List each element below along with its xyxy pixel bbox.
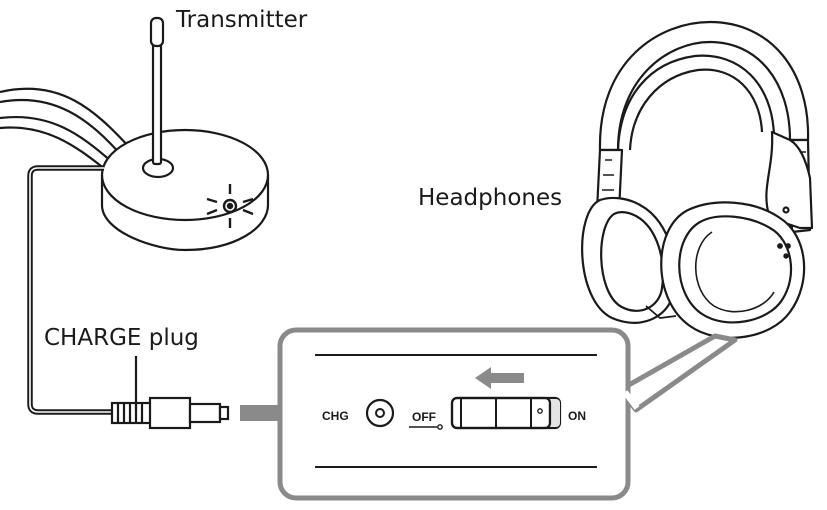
charge-plug-label: CHARGE plug	[44, 325, 199, 351]
charge-jack	[365, 398, 395, 428]
power-slide-switch	[450, 396, 562, 430]
transmitter	[0, 16, 270, 415]
switch-panel-callout: CHG OFF ON	[277, 327, 738, 501]
off-label: OFF	[412, 410, 436, 424]
transmitter-antenna	[149, 16, 165, 166]
transmitter-label: Transmitter	[175, 7, 308, 33]
left-arrow-icon	[475, 367, 524, 389]
light-burst-icon	[206, 184, 254, 228]
chg-label: CHG	[322, 409, 349, 423]
headphones-label: Headphones	[418, 185, 562, 211]
on-label: ON	[568, 409, 586, 423]
charge-plug	[110, 356, 230, 430]
headphones	[581, 20, 814, 339]
